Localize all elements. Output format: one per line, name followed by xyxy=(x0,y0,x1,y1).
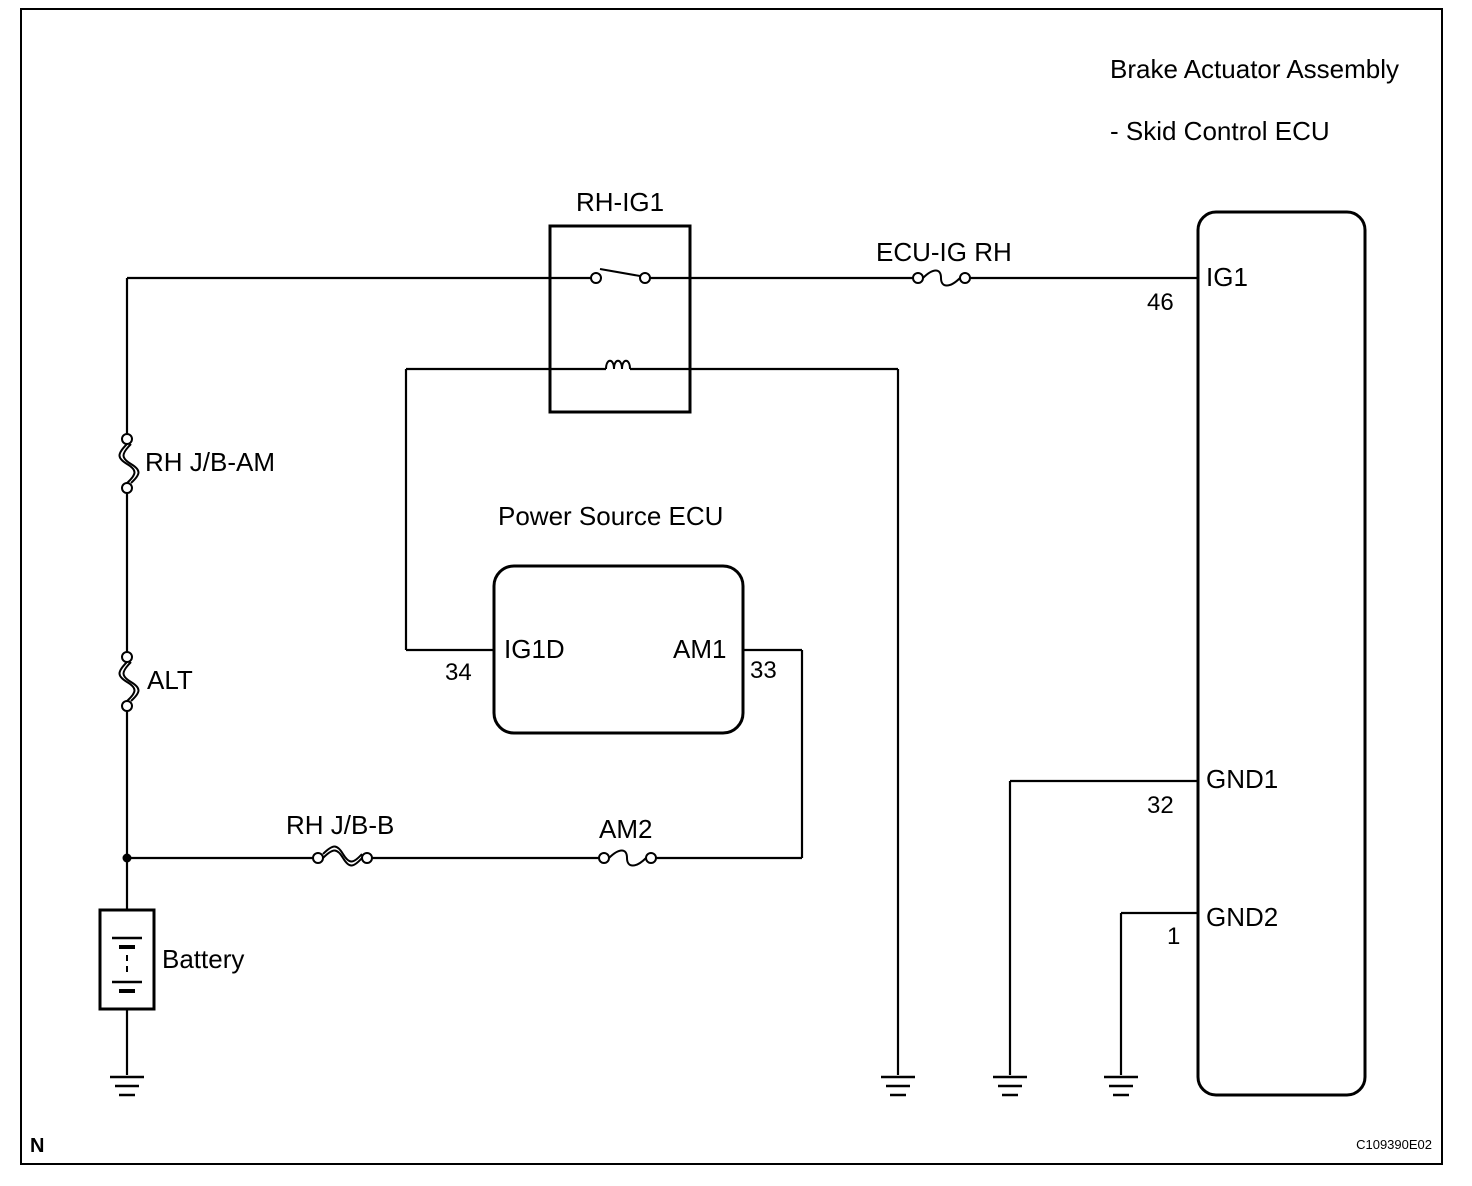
fuse-label-am2: AM2 xyxy=(599,814,652,844)
fuse-label-rh-jb-b: RH J/B-B xyxy=(286,810,394,840)
power-source-ecu: Power Source ECU IG1D 34 AM1 33 xyxy=(445,501,777,735)
fusible-link-icon xyxy=(118,443,136,484)
fusible-link-icon xyxy=(122,443,140,484)
pin-label-ig1: IG1 xyxy=(1206,262,1248,292)
fuse-am2: AM2 xyxy=(598,814,657,867)
brake-actuator-title: Brake Actuator Assembly xyxy=(1110,54,1399,84)
fuse-terminal xyxy=(959,272,971,284)
fuse-terminal xyxy=(912,272,924,284)
pin-label-am1: AM1 xyxy=(673,634,726,664)
pin-number-32: 32 xyxy=(1147,792,1174,819)
wires xyxy=(122,276,1198,1075)
fuse-icon xyxy=(922,269,961,287)
relay-switch-blade xyxy=(599,268,641,277)
ground-icon xyxy=(881,1075,915,1097)
figure-code: C109390E02 xyxy=(1356,1137,1432,1152)
fuse-rh-jb-am: RH J/B-AM xyxy=(118,433,275,494)
relay-switch-terminal xyxy=(590,272,602,284)
junction-dot xyxy=(122,853,132,863)
fuse-label-ecu-ig-rh: ECU-IG RH xyxy=(876,237,1012,267)
pin-number-34: 34 xyxy=(445,659,472,686)
fusible-link-icon xyxy=(322,849,363,867)
fuse-terminal xyxy=(598,852,610,864)
ground-icon xyxy=(110,1075,144,1097)
skid-control-ecu-box xyxy=(1196,210,1367,1097)
fusible-link-icon xyxy=(122,661,140,702)
fuse-terminal xyxy=(121,482,133,494)
fuse-rh-jb-b: RH J/B-B xyxy=(286,810,394,867)
fuse-terminal xyxy=(312,852,324,864)
relay-box xyxy=(548,224,692,414)
ground-icon xyxy=(993,1075,1027,1097)
skid-control-ecu-title: - Skid Control ECU xyxy=(1110,116,1330,146)
fuse-label-alt: ALT xyxy=(147,665,193,695)
pin-label-gnd2: GND2 xyxy=(1206,902,1278,932)
pin-number-1: 1 xyxy=(1167,923,1180,950)
battery-box xyxy=(98,908,156,1011)
relay-label: RH-IG1 xyxy=(576,187,664,217)
relay-rh-ig1: RH-IG1 xyxy=(548,187,692,414)
fuse-ecu-ig-rh: ECU-IG RH xyxy=(876,237,1012,287)
pin-label-gnd1: GND1 xyxy=(1206,764,1278,794)
diagram-frame xyxy=(20,8,1443,1165)
power-source-ecu-title: Power Source ECU xyxy=(498,501,723,531)
relay-coil-icon xyxy=(605,359,631,370)
pin-number-46: 46 xyxy=(1147,289,1174,316)
fuse-terminal xyxy=(121,700,133,712)
fuse-icon xyxy=(608,849,647,867)
fusible-link-icon xyxy=(118,661,136,702)
pin-number-33: 33 xyxy=(750,657,777,684)
corner-mark: N xyxy=(30,1135,44,1157)
fuse-terminal xyxy=(361,852,373,864)
brake-actuator-assembly: Brake Actuator Assembly - Skid Control E… xyxy=(1110,54,1399,1097)
fuse-label-rh-jb-am: RH J/B-AM xyxy=(145,447,275,477)
pin-label-ig1d: IG1D xyxy=(504,634,565,664)
battery-label: Battery xyxy=(162,944,244,974)
battery: Battery xyxy=(98,908,244,1011)
fuse-terminal xyxy=(121,651,133,663)
fusible-link-icon xyxy=(322,845,363,863)
relay-switch-terminal xyxy=(639,272,651,284)
fuse-alt: ALT xyxy=(118,651,193,712)
fuse-terminal xyxy=(121,433,133,445)
fuse-terminal xyxy=(645,852,657,864)
ground-icon xyxy=(1104,1075,1138,1097)
